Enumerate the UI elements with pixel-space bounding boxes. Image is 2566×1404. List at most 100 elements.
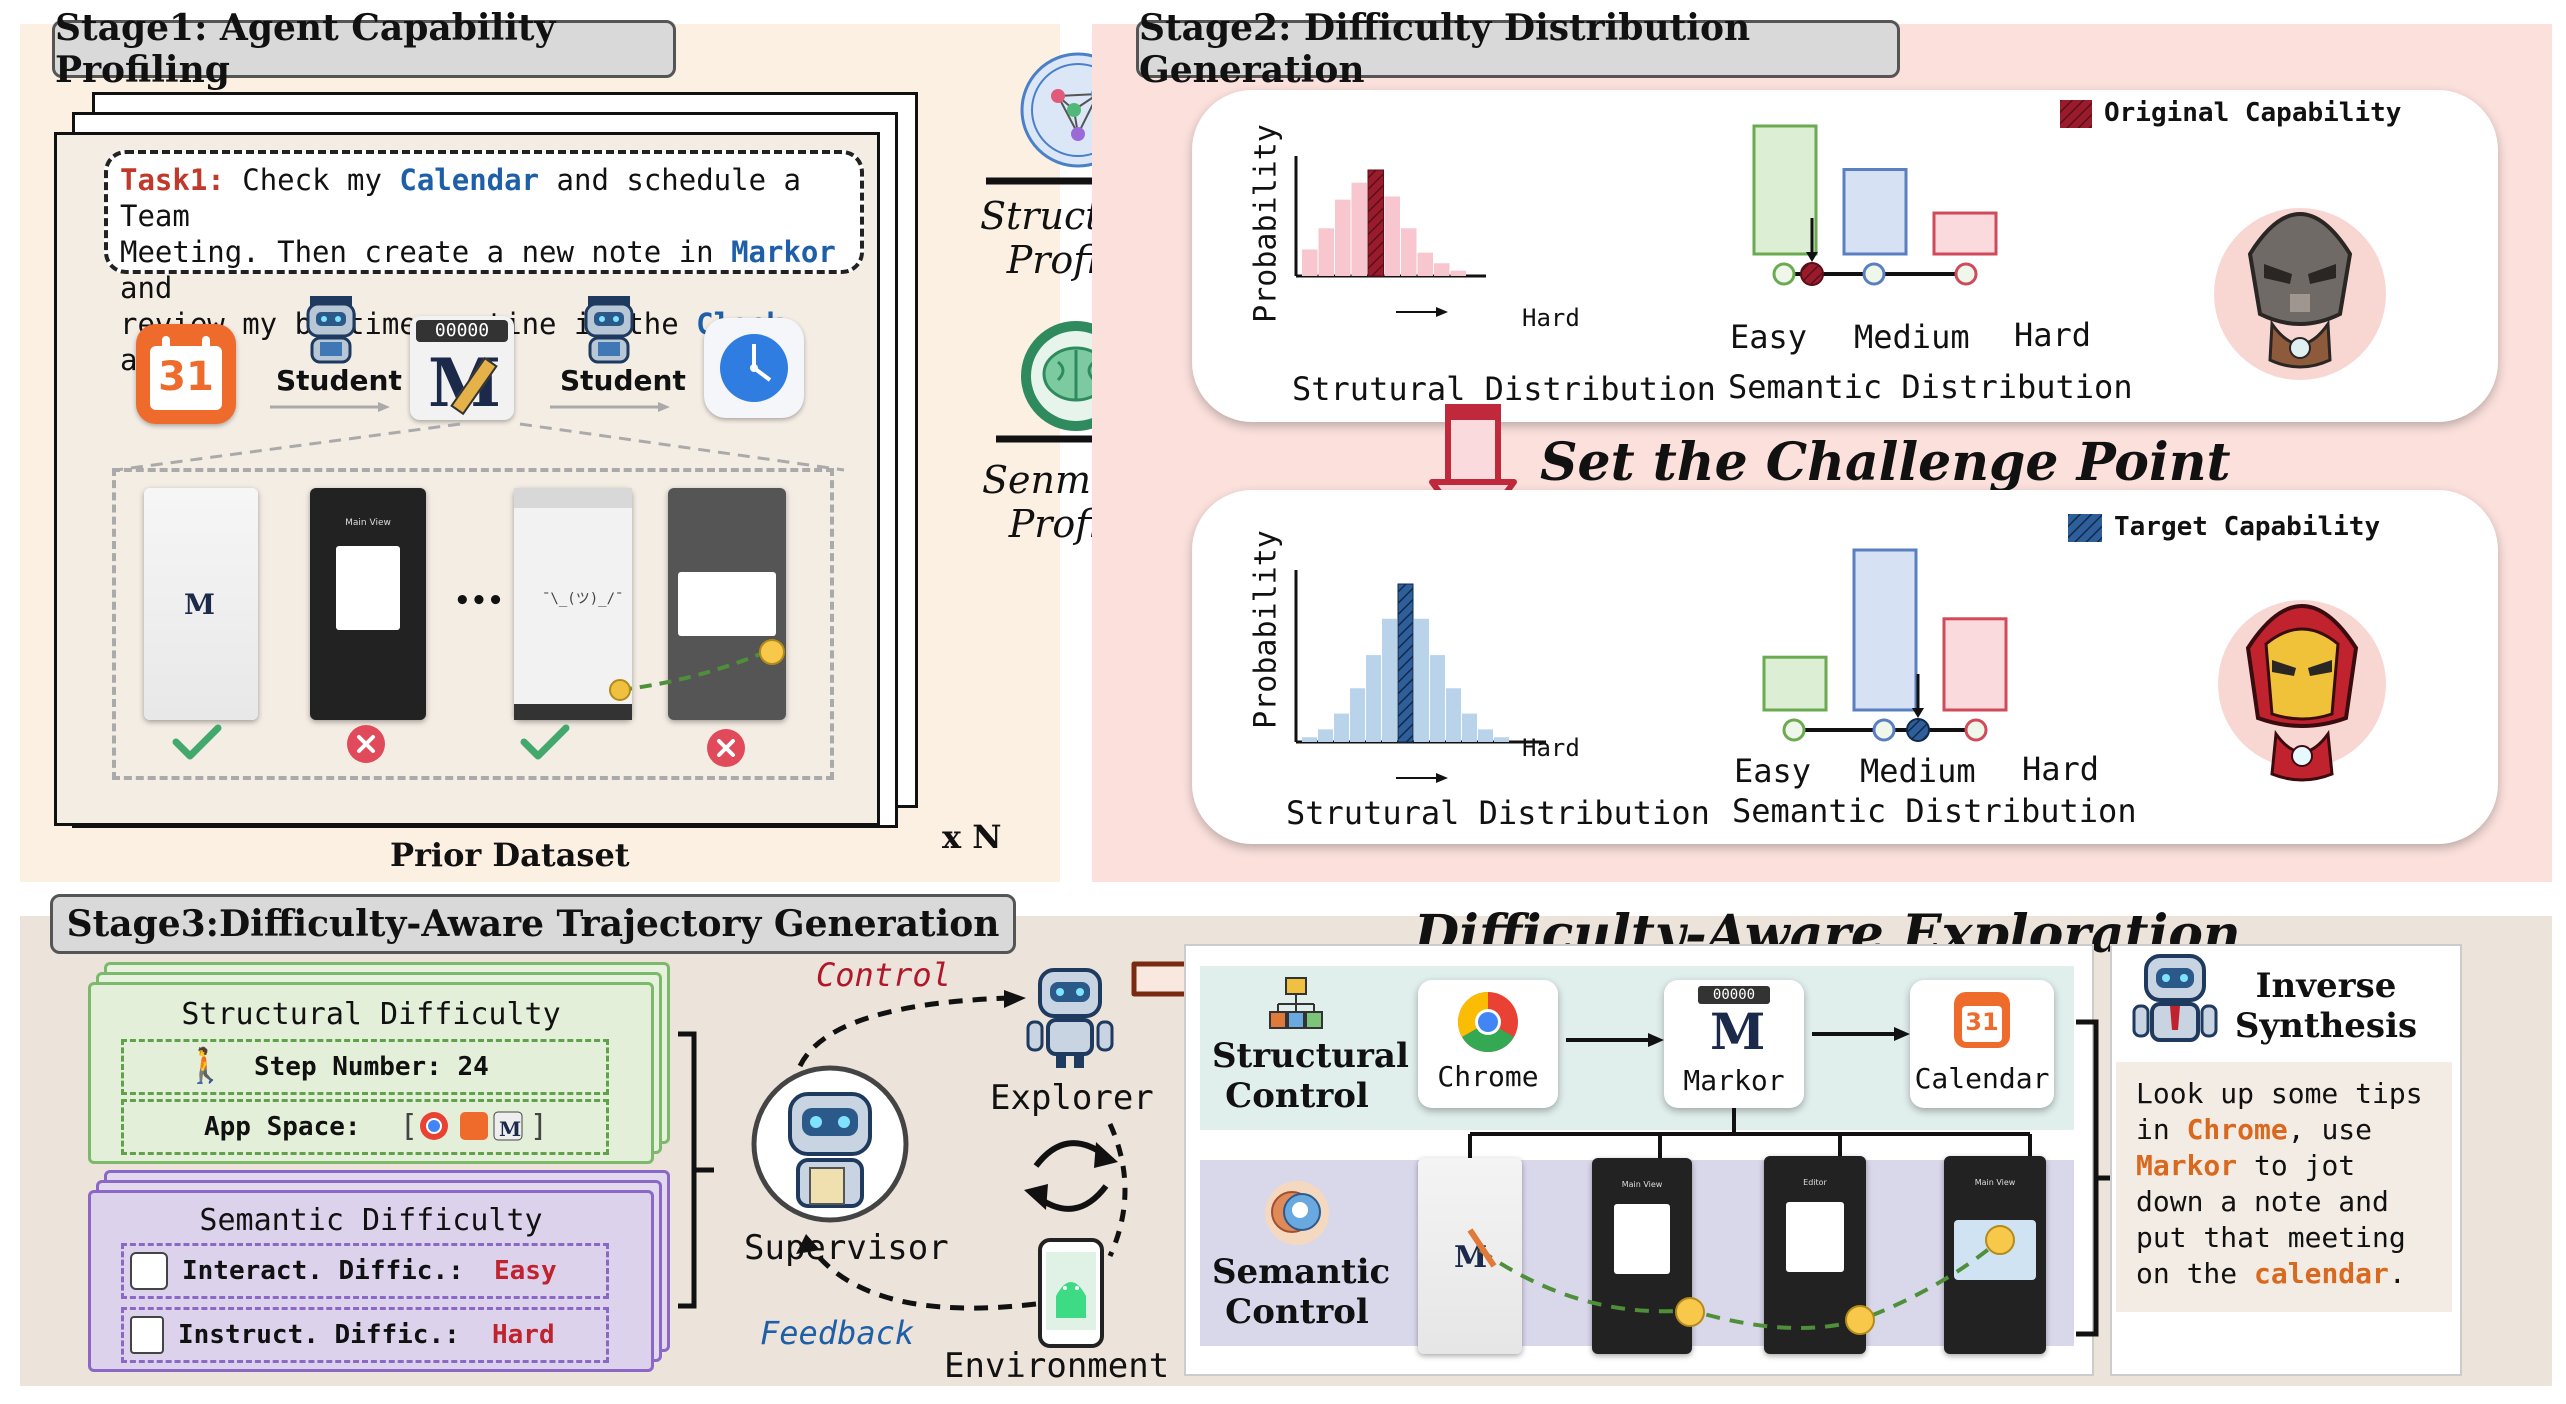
calendar-app-icon: 31 [1954, 992, 2010, 1048]
interact-value: Easy [494, 1256, 557, 1286]
top-structural-chart [1294, 156, 1486, 317]
top-level-hard: Hard [2014, 316, 2092, 354]
check-icon-2 [520, 722, 570, 762]
semantic-card: Semantic Difficulty Interact. Diffic.: E… [88, 1190, 654, 1372]
synth-text: on the [2136, 1257, 2255, 1290]
histogram-bar [1335, 199, 1351, 276]
semantic-difficulty-title: Semantic Difficulty [199, 1203, 543, 1238]
app-space-label: App Space: [204, 1112, 361, 1142]
step-number-box: 🚶 Step Number: 24 [121, 1039, 609, 1095]
histogram-bar [1430, 655, 1445, 742]
semantic-level-dot [1782, 718, 1806, 742]
stage1-title: Stage1: Agent Capability Profiling [52, 7, 676, 91]
histogram-bar [1351, 182, 1367, 276]
inverse-synthesis-label: Inverse Synthesis [2234, 966, 2418, 1046]
synth-highlight: Markor [2136, 1149, 2238, 1182]
student-robot-icon-2 [574, 290, 644, 366]
task-label: Task1: [120, 163, 225, 197]
markor-app-icon: 00000 M [1698, 986, 1770, 1061]
synth-text: put that meeting [2136, 1221, 2406, 1254]
synth-line: in Chrome, use [2136, 1112, 2432, 1148]
top-hard-label: Hard [1522, 304, 1580, 332]
synth-line: Look up some tips [2136, 1076, 2432, 1112]
histogram-bar [1494, 737, 1509, 742]
markor-app-card: 00000 M Markor [1664, 980, 1804, 1108]
calendar-label: Calendar [1914, 1062, 2050, 1095]
top-semantic-chart [1752, 124, 1998, 286]
histogram-bar [1302, 249, 1318, 276]
feedback-label: Feedback [760, 1314, 915, 1352]
explorer-env-arrow [1100, 1120, 1140, 1260]
capability-arrow-head [1806, 252, 1818, 262]
stage3-phone-2: Main View [1592, 1158, 1692, 1354]
instruct-box: Instruct. Diffic.: Hard [121, 1307, 609, 1363]
control-label: Control [816, 956, 951, 994]
top-sem-caption: Semantic Distribution [1728, 368, 2133, 406]
bottom-sem-caption: Semantic Distribution [1732, 792, 2137, 830]
markor-label: Markor [1683, 1064, 1785, 1097]
task-markor-word: Markor [731, 235, 836, 269]
bottom-ylabel: Probability [1248, 530, 1284, 729]
hard-arrow-head [1436, 773, 1448, 783]
chrome-to-markor-arrow [1566, 1030, 1666, 1050]
structural-control-icon [1268, 976, 1324, 1032]
task-line-1: Task1: Check my Calendar and schedule a … [120, 163, 801, 233]
synth-text: in [2136, 1113, 2187, 1146]
top-struct-caption: Strutural Distribution [1292, 370, 1716, 408]
semantic-level-dot [1772, 262, 1796, 286]
student-robot-icon-1 [296, 290, 366, 366]
semantic-bar [1752, 124, 1818, 256]
semantic-level-dot [1872, 718, 1896, 742]
explorer-robot-icon [1022, 960, 1118, 1070]
histogram-bar [1367, 169, 1384, 277]
synth-line: down a note and [2136, 1184, 2432, 1220]
chrome-app-card: Chrome [1418, 980, 1558, 1108]
synth-text: to jot [2237, 1149, 2356, 1182]
semantic-level-dot [1964, 718, 1988, 742]
task-line-2: Meeting. Then create a new note in Marko… [120, 235, 836, 305]
bottom-structural-chart [1294, 570, 1546, 783]
histogram-bar [1350, 688, 1365, 742]
bottom-level-hard: Hard [2022, 750, 2100, 788]
synthesizer-robot-icon [2130, 948, 2220, 1052]
android-phone-icon [1036, 1238, 1106, 1348]
bottom-semantic-chart [1762, 548, 2008, 742]
bottom-hard-label: Hard [1522, 734, 1580, 762]
markor-to-calendar-arrow [1812, 1024, 1912, 1044]
semantic-bar [1762, 655, 1828, 712]
structural-card: Structural Difficulty 🚶 Step Number: 24 … [88, 982, 654, 1164]
svg-text:]: ] [532, 1109, 544, 1144]
synth-line: Markor to jot [2136, 1148, 2432, 1184]
top-level-easy: Easy [1730, 318, 1808, 356]
synth-line: on the calendar. [2136, 1256, 2432, 1292]
ironman-avatar [2214, 574, 2390, 790]
calendar-icon: 31 [136, 324, 236, 424]
original-capability-legend: Original Capability [2104, 98, 2402, 128]
chrome-icon [1456, 990, 1520, 1054]
top-level-medium: Medium [1854, 318, 1970, 356]
capability-arrow-head [1912, 708, 1924, 718]
app-space-box: App Space: [ M ] [121, 1099, 609, 1155]
histogram-bar [1414, 618, 1429, 742]
synth-text: , use [2287, 1113, 2373, 1146]
instruction-icon [130, 1316, 164, 1354]
markor-icon: 00000 M [410, 316, 514, 422]
semantic-control-label: Semantic Control [1212, 1252, 1391, 1332]
synth-highlight: calendar [2254, 1257, 2389, 1290]
bottom-struct-caption: Strutural Distribution [1286, 794, 1710, 832]
calendar-app-card: 31 Calendar [1910, 980, 2054, 1108]
student-label-1: Student [276, 364, 402, 397]
semantic-control-icon [1262, 1178, 1332, 1248]
interact-box: Interact. Diffic.: Easy [121, 1243, 609, 1299]
synth-text: down a note and [2136, 1185, 2389, 1218]
cross-icon-2 [706, 728, 746, 768]
synth-text: Look up some tips [2136, 1077, 2423, 1110]
student-label-2: Student [560, 364, 686, 397]
task-box: Task1: Check my Calendar and schedule a … [104, 150, 864, 377]
histogram-bar [1478, 729, 1493, 742]
chrome-label: Chrome [1437, 1060, 1539, 1093]
histogram-bar [1334, 713, 1349, 742]
semantic-bar [1942, 617, 2008, 712]
flow-arrow-2 [550, 398, 670, 412]
